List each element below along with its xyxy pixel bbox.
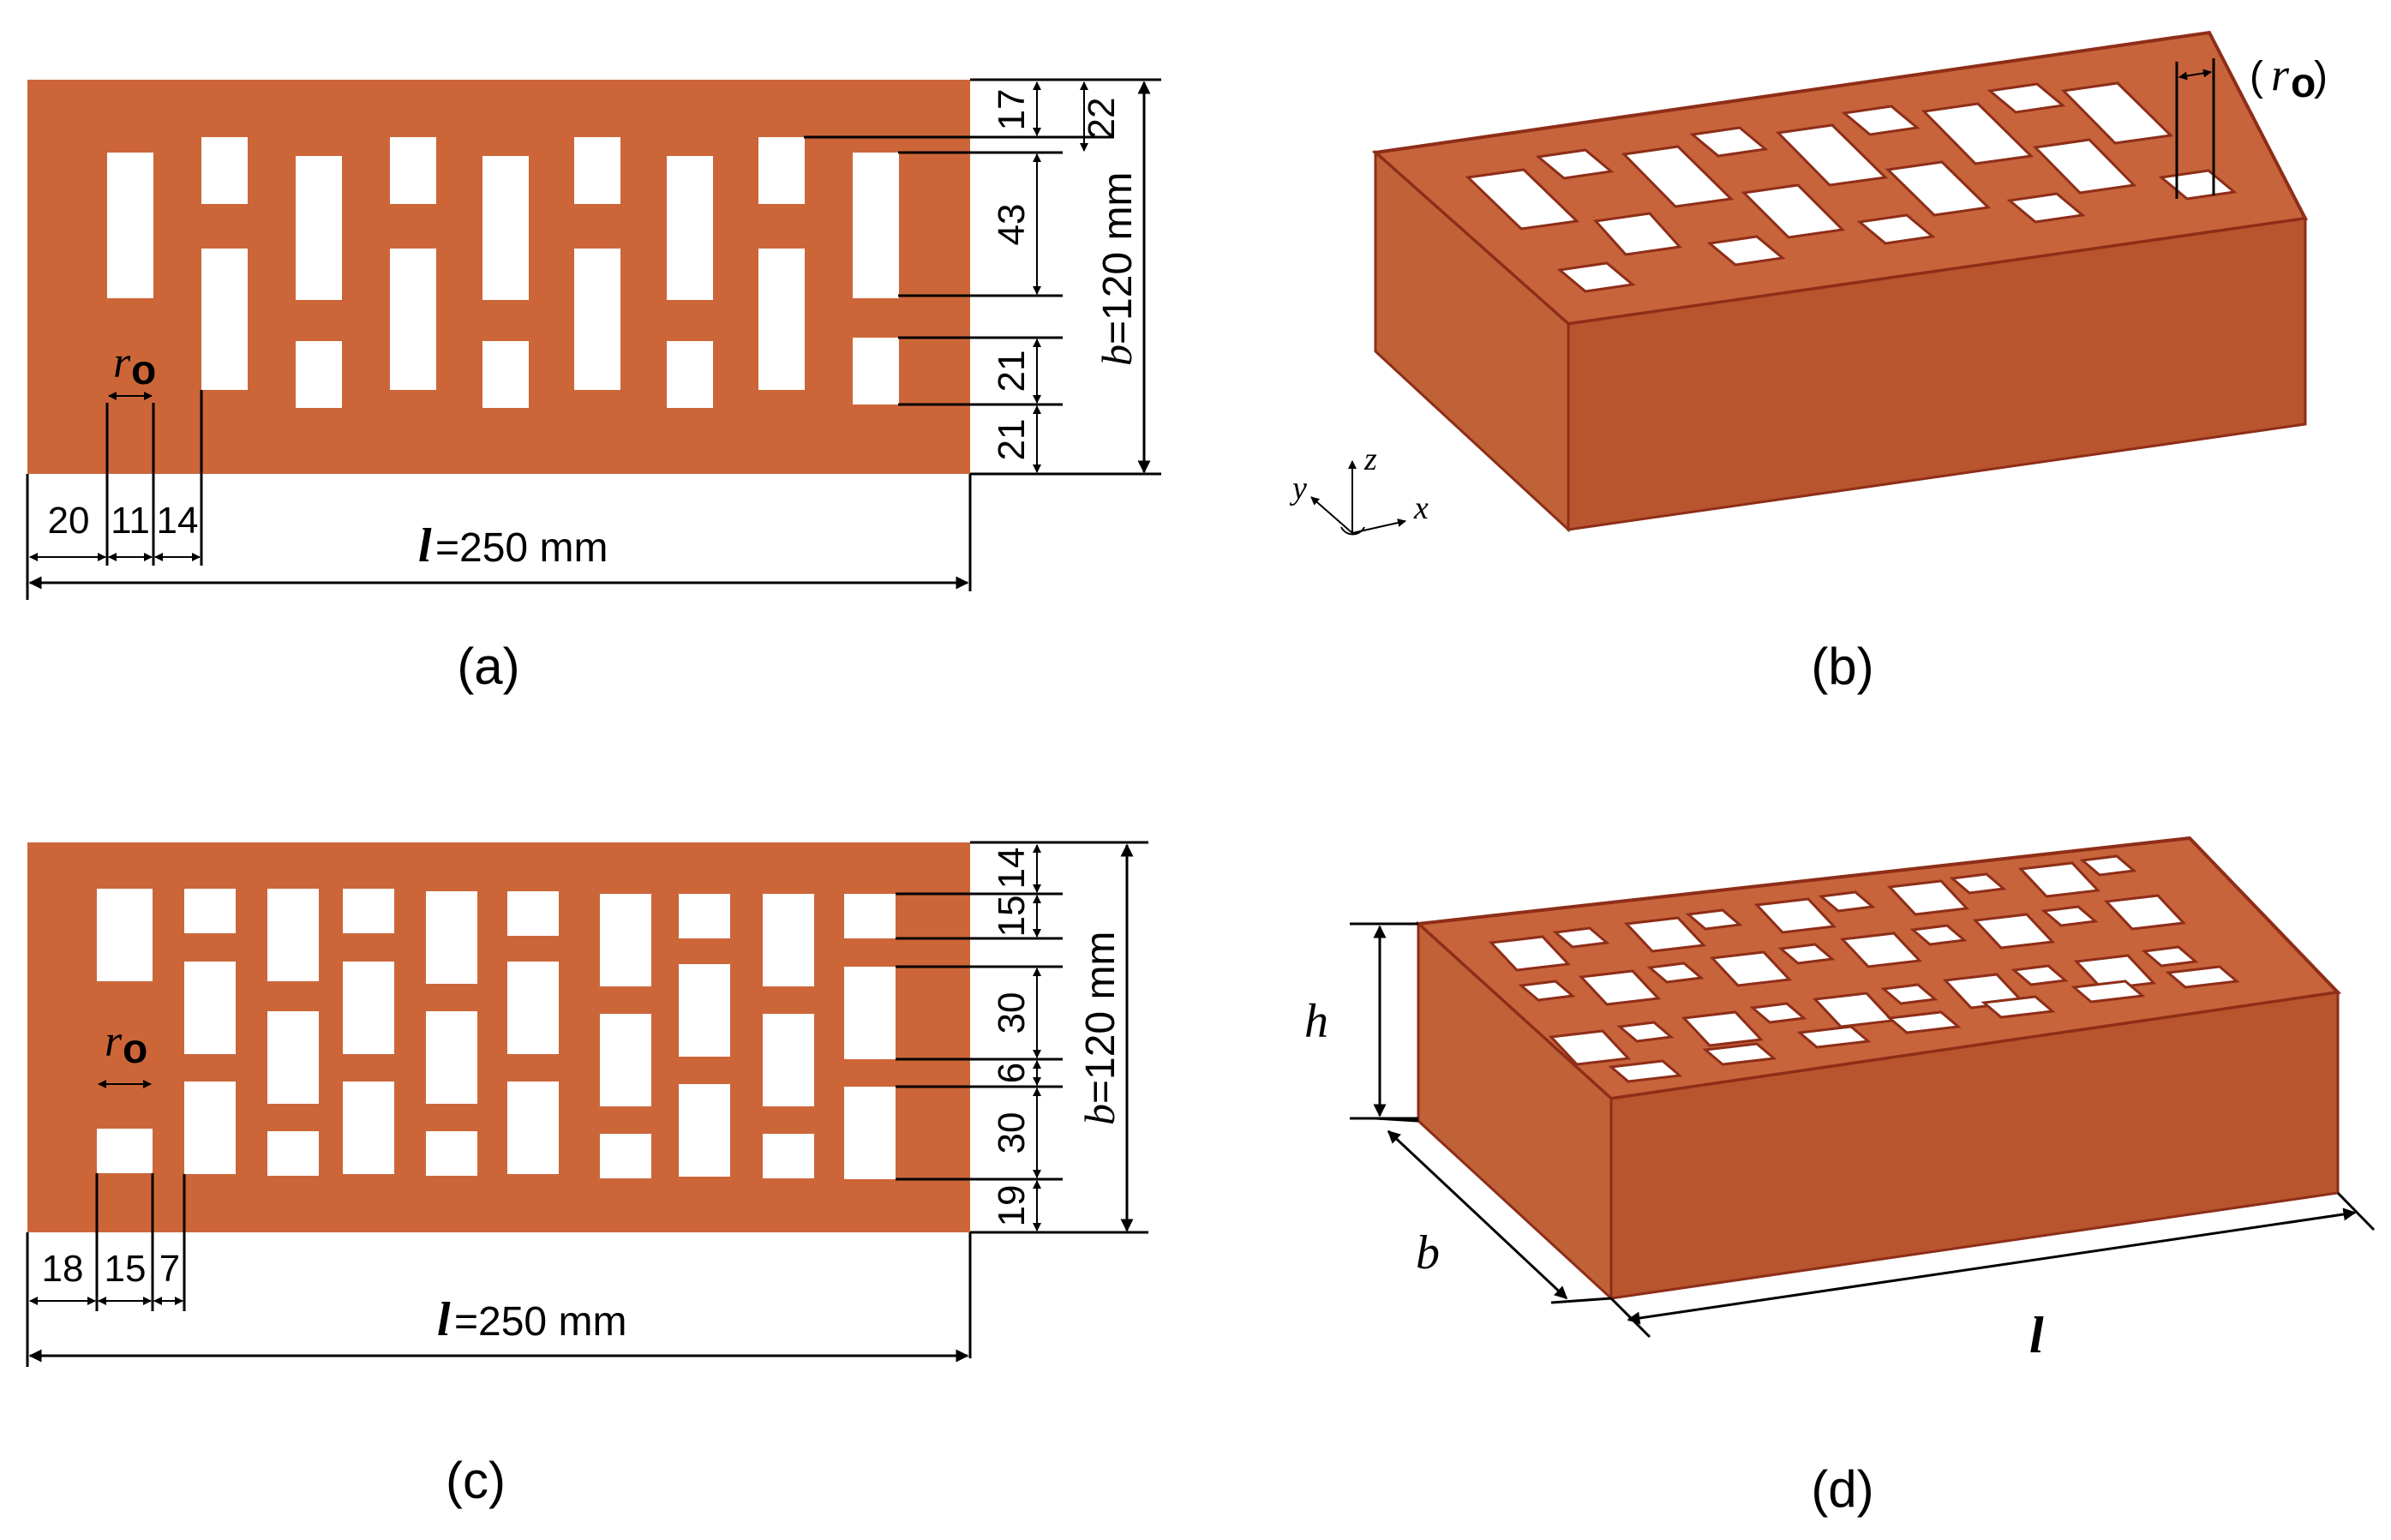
panel-a: 17 22 43 21 21 b =120 mm 20 11 14 r o l [26, 78, 1161, 695]
svg-text:b: b [1093, 345, 1141, 366]
dim-c-15: 15 [991, 896, 1033, 938]
l-dim: l [1609, 1191, 2376, 1363]
h-dim: h [1304, 922, 1418, 1120]
svg-text:): ) [2314, 54, 2328, 99]
right-dim-lines-c [896, 841, 1148, 1358]
dim-c-14: 14 [991, 848, 1033, 890]
svg-text:o: o [2291, 61, 2316, 106]
dim-c-30-lower: 30 [991, 1112, 1033, 1154]
hole-dim-b: ( r o ) [2175, 49, 2328, 199]
hole-label-c: r o [105, 1017, 147, 1072]
svg-text:=120 mm: =120 mm [1078, 932, 1124, 1104]
dim-c-18: 18 [42, 1248, 84, 1290]
dim-c-30-upper: 30 [991, 992, 1033, 1034]
panel-c: 14 15 30 6 30 19 b =120 mm 18 15 7 r o l [26, 841, 1148, 1509]
axes-icon: z x y [1289, 441, 1429, 536]
svg-text:=120 mm: =120 mm [1095, 172, 1141, 345]
panel-b: ( r o ) z x y (b) [1289, 30, 2328, 695]
dim-a-21-upper: 21 [991, 351, 1033, 392]
svg-text:o: o [123, 1027, 147, 1072]
dim-a-17: 17 [991, 89, 1033, 131]
svg-text:r: r [2271, 49, 2290, 100]
dim-c-6: 6 [991, 1063, 1033, 1083]
caption-d: (d) [1811, 1460, 1873, 1518]
panel-d: h b l (d) [1304, 836, 2376, 1518]
bottom-dim-lines-a [26, 390, 969, 600]
svg-text:r: r [105, 1017, 123, 1066]
holes-d [1488, 854, 2240, 1083]
brick-face-c [27, 842, 970, 1232]
svg-text:l: l [2029, 1307, 2044, 1363]
bottom-dim-lines-c [26, 1080, 969, 1367]
svg-text:h: h [1304, 995, 1328, 1048]
length-label-c: l =250 mm [437, 1293, 626, 1346]
svg-text:l: l [437, 1293, 451, 1346]
caption-b: (b) [1811, 638, 1873, 695]
holes-c [97, 889, 896, 1179]
dim-a-21-lower: 21 [991, 419, 1033, 461]
length-label-a: l =250 mm [418, 519, 608, 572]
svg-text:b: b [1416, 1226, 1440, 1279]
width-label-a: b =120 mm [1093, 172, 1141, 366]
svg-text:y: y [1289, 470, 1307, 506]
dim-a-20: 20 [48, 500, 90, 542]
dim-a-11: 11 [111, 500, 150, 542]
holes-b [1465, 81, 2238, 293]
svg-text:(: ( [2250, 54, 2263, 99]
svg-text:=250 mm: =250 mm [454, 1299, 626, 1345]
hole-label-a: r o [113, 339, 156, 393]
svg-text:b: b [1076, 1104, 1124, 1125]
dim-c-19: 19 [991, 1185, 1033, 1227]
dim-c-15-bottom: 15 [105, 1248, 147, 1290]
width-label-c: b =120 mm [1076, 932, 1124, 1125]
brick-front-b [1567, 217, 2307, 531]
svg-text:z: z [1363, 441, 1377, 477]
dim-a-43: 43 [991, 204, 1033, 246]
svg-text:=250 mm: =250 mm [435, 525, 608, 571]
b-dim: b [1375, 1117, 1612, 1304]
dim-c-7: 7 [159, 1248, 180, 1290]
holes-a [107, 137, 899, 408]
caption-c: (c) [446, 1452, 506, 1509]
caption-a: (a) [457, 638, 519, 695]
svg-text:r: r [113, 339, 131, 387]
dim-a-14: 14 [157, 500, 199, 542]
right-dim-lines-a [804, 78, 1161, 591]
svg-text:l: l [418, 519, 432, 572]
svg-text:o: o [131, 348, 156, 393]
svg-text:x: x [1413, 490, 1429, 526]
dim-a-22: 22 [1081, 98, 1123, 140]
